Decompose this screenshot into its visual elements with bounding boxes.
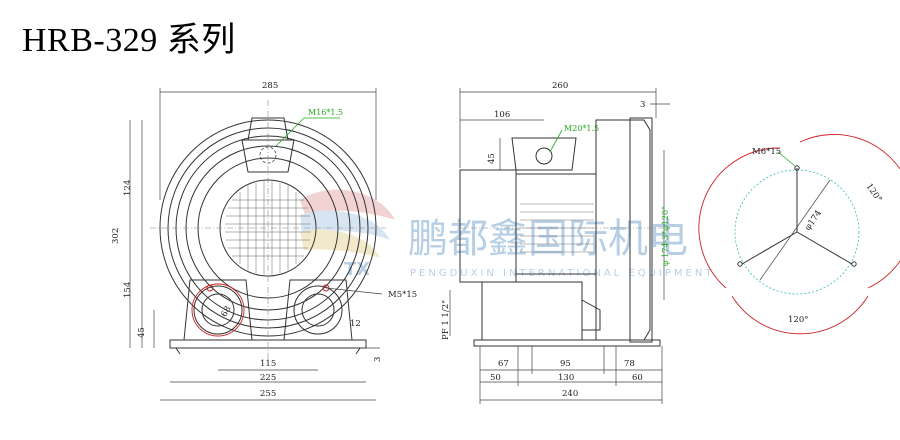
dim-285: 285 <box>262 81 278 91</box>
dim-45-side: 45 <box>487 153 497 164</box>
angle-arc-left <box>698 147 781 289</box>
angle-120-bottom: 120° <box>788 315 808 325</box>
angle-120-right: 120° <box>864 182 884 205</box>
dim-line-phi174 <box>759 179 831 281</box>
left-port-bore-mark <box>191 283 245 337</box>
dim-95: 95 <box>560 359 571 369</box>
page-title: HRB-329 系列 <box>22 22 236 59</box>
flange-view: φ174 M6*15 120° 120° <box>698 134 900 335</box>
dim-67: 67 <box>498 359 509 369</box>
front-view: 285 302 124 154 45 115 225 255 12 3 68 M… <box>111 81 417 401</box>
watermark-cn: 鹏都鑫国际机电 <box>408 216 688 262</box>
dim-45: 45 <box>137 327 147 338</box>
housing-cover <box>629 117 653 343</box>
spoke-left <box>741 231 798 265</box>
dim-115: 115 <box>260 359 276 369</box>
right-port-outer <box>293 285 343 335</box>
leader-m20 <box>549 129 563 153</box>
dim-pf: PF 1 1/2" <box>441 300 451 340</box>
leader-m5 <box>325 287 383 295</box>
pcd-circle <box>734 169 860 295</box>
leader-m16 <box>275 117 305 147</box>
dim-124: 124 <box>123 180 133 196</box>
angle-arc-bottom <box>731 295 869 335</box>
callout-m5: M5*15 <box>388 290 417 300</box>
dim-78: 78 <box>624 359 635 369</box>
outlet-nozzle <box>581 299 601 331</box>
side-inlet-bore <box>535 147 553 165</box>
dim-260: 260 <box>552 81 568 91</box>
angle-arc-right <box>799 134 900 289</box>
callout-m16: M16*1.5 <box>308 108 343 117</box>
dim-3: 3 <box>373 357 383 362</box>
dim-60: 60 <box>632 373 643 383</box>
dim-225: 225 <box>260 373 276 383</box>
left-port-inner <box>201 293 235 327</box>
dim-68: 68 <box>219 305 233 319</box>
dim-106: 106 <box>494 110 510 120</box>
side-base-plate <box>473 339 661 347</box>
dim-50: 50 <box>490 373 501 383</box>
leader-m6 <box>777 151 796 167</box>
base-feet <box>175 347 361 355</box>
dim-255: 255 <box>260 389 276 399</box>
watermark-logo-text: TX <box>344 259 370 280</box>
dim-240: 240 <box>562 389 578 399</box>
callout-m20: M20*1.5 <box>564 124 599 133</box>
dim-pcd: φ 174-3*φ120° <box>661 206 670 266</box>
left-port-outer <box>193 285 243 335</box>
dim-phi174: φ174 <box>803 209 824 233</box>
dim-302: 302 <box>111 228 121 244</box>
callout-m6: M6*15 <box>752 147 781 157</box>
spoke-right <box>796 231 853 265</box>
dim-154: 154 <box>123 282 133 298</box>
side-view: 260 3 106 45 M20*1.5 φ 174-3*φ120° PF 1 … <box>441 81 670 404</box>
side-top-inlet <box>511 137 577 171</box>
terminal-block <box>481 281 583 341</box>
right-port-inner <box>301 293 335 327</box>
bolt-hole-top <box>794 165 800 171</box>
dim-3-side: 3 <box>640 100 645 110</box>
top-flange <box>247 117 289 141</box>
dim-130: 130 <box>558 373 574 383</box>
bolt-hole-right <box>851 261 857 267</box>
bolt-hole-left <box>737 261 743 267</box>
bolt-hole-marker-1 <box>206 284 214 292</box>
side-ext-lines <box>479 346 663 404</box>
dim-12: 12 <box>350 319 361 329</box>
